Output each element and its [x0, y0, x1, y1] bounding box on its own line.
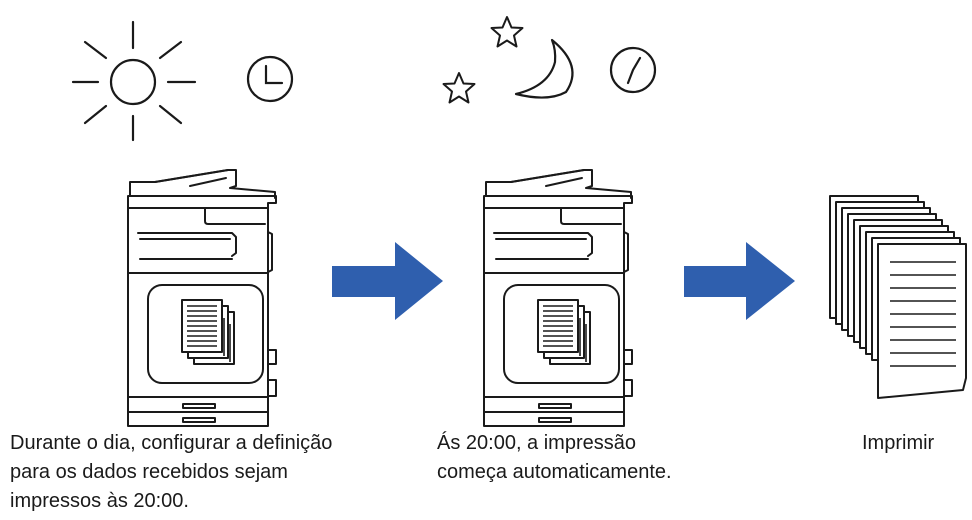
document-stack-icon	[537, 299, 591, 365]
sun-icon	[71, 20, 197, 142]
clock-icon	[609, 46, 657, 94]
arrow-right-icon	[332, 242, 443, 320]
caption-line: para os dados recebidos sejam	[10, 461, 288, 483]
arrow-right-icon	[684, 242, 795, 320]
caption-line: impressos às 20:00.	[10, 490, 189, 512]
printer-icon	[483, 169, 633, 427]
printer-icon	[127, 169, 277, 427]
printed-pages-icon	[829, 195, 967, 399]
star-icon	[490, 16, 524, 48]
caption-line: Durante o dia, configurar a definição	[10, 432, 333, 454]
caption-line: começa automaticamente.	[437, 461, 672, 483]
document-stack-icon	[181, 299, 235, 365]
clock-icon	[246, 55, 294, 103]
caption-line: Imprimir	[862, 432, 935, 454]
step-2-caption: Ás 20:00, a impressão começa automaticam…	[437, 429, 767, 487]
caption-line: Ás 20:00, a impressão	[437, 432, 636, 454]
moon-icon	[514, 38, 574, 99]
step-3-caption: Imprimir	[862, 429, 972, 458]
step-1-caption: Durante o dia, configurar a definição pa…	[10, 429, 420, 516]
star-icon	[442, 72, 476, 104]
